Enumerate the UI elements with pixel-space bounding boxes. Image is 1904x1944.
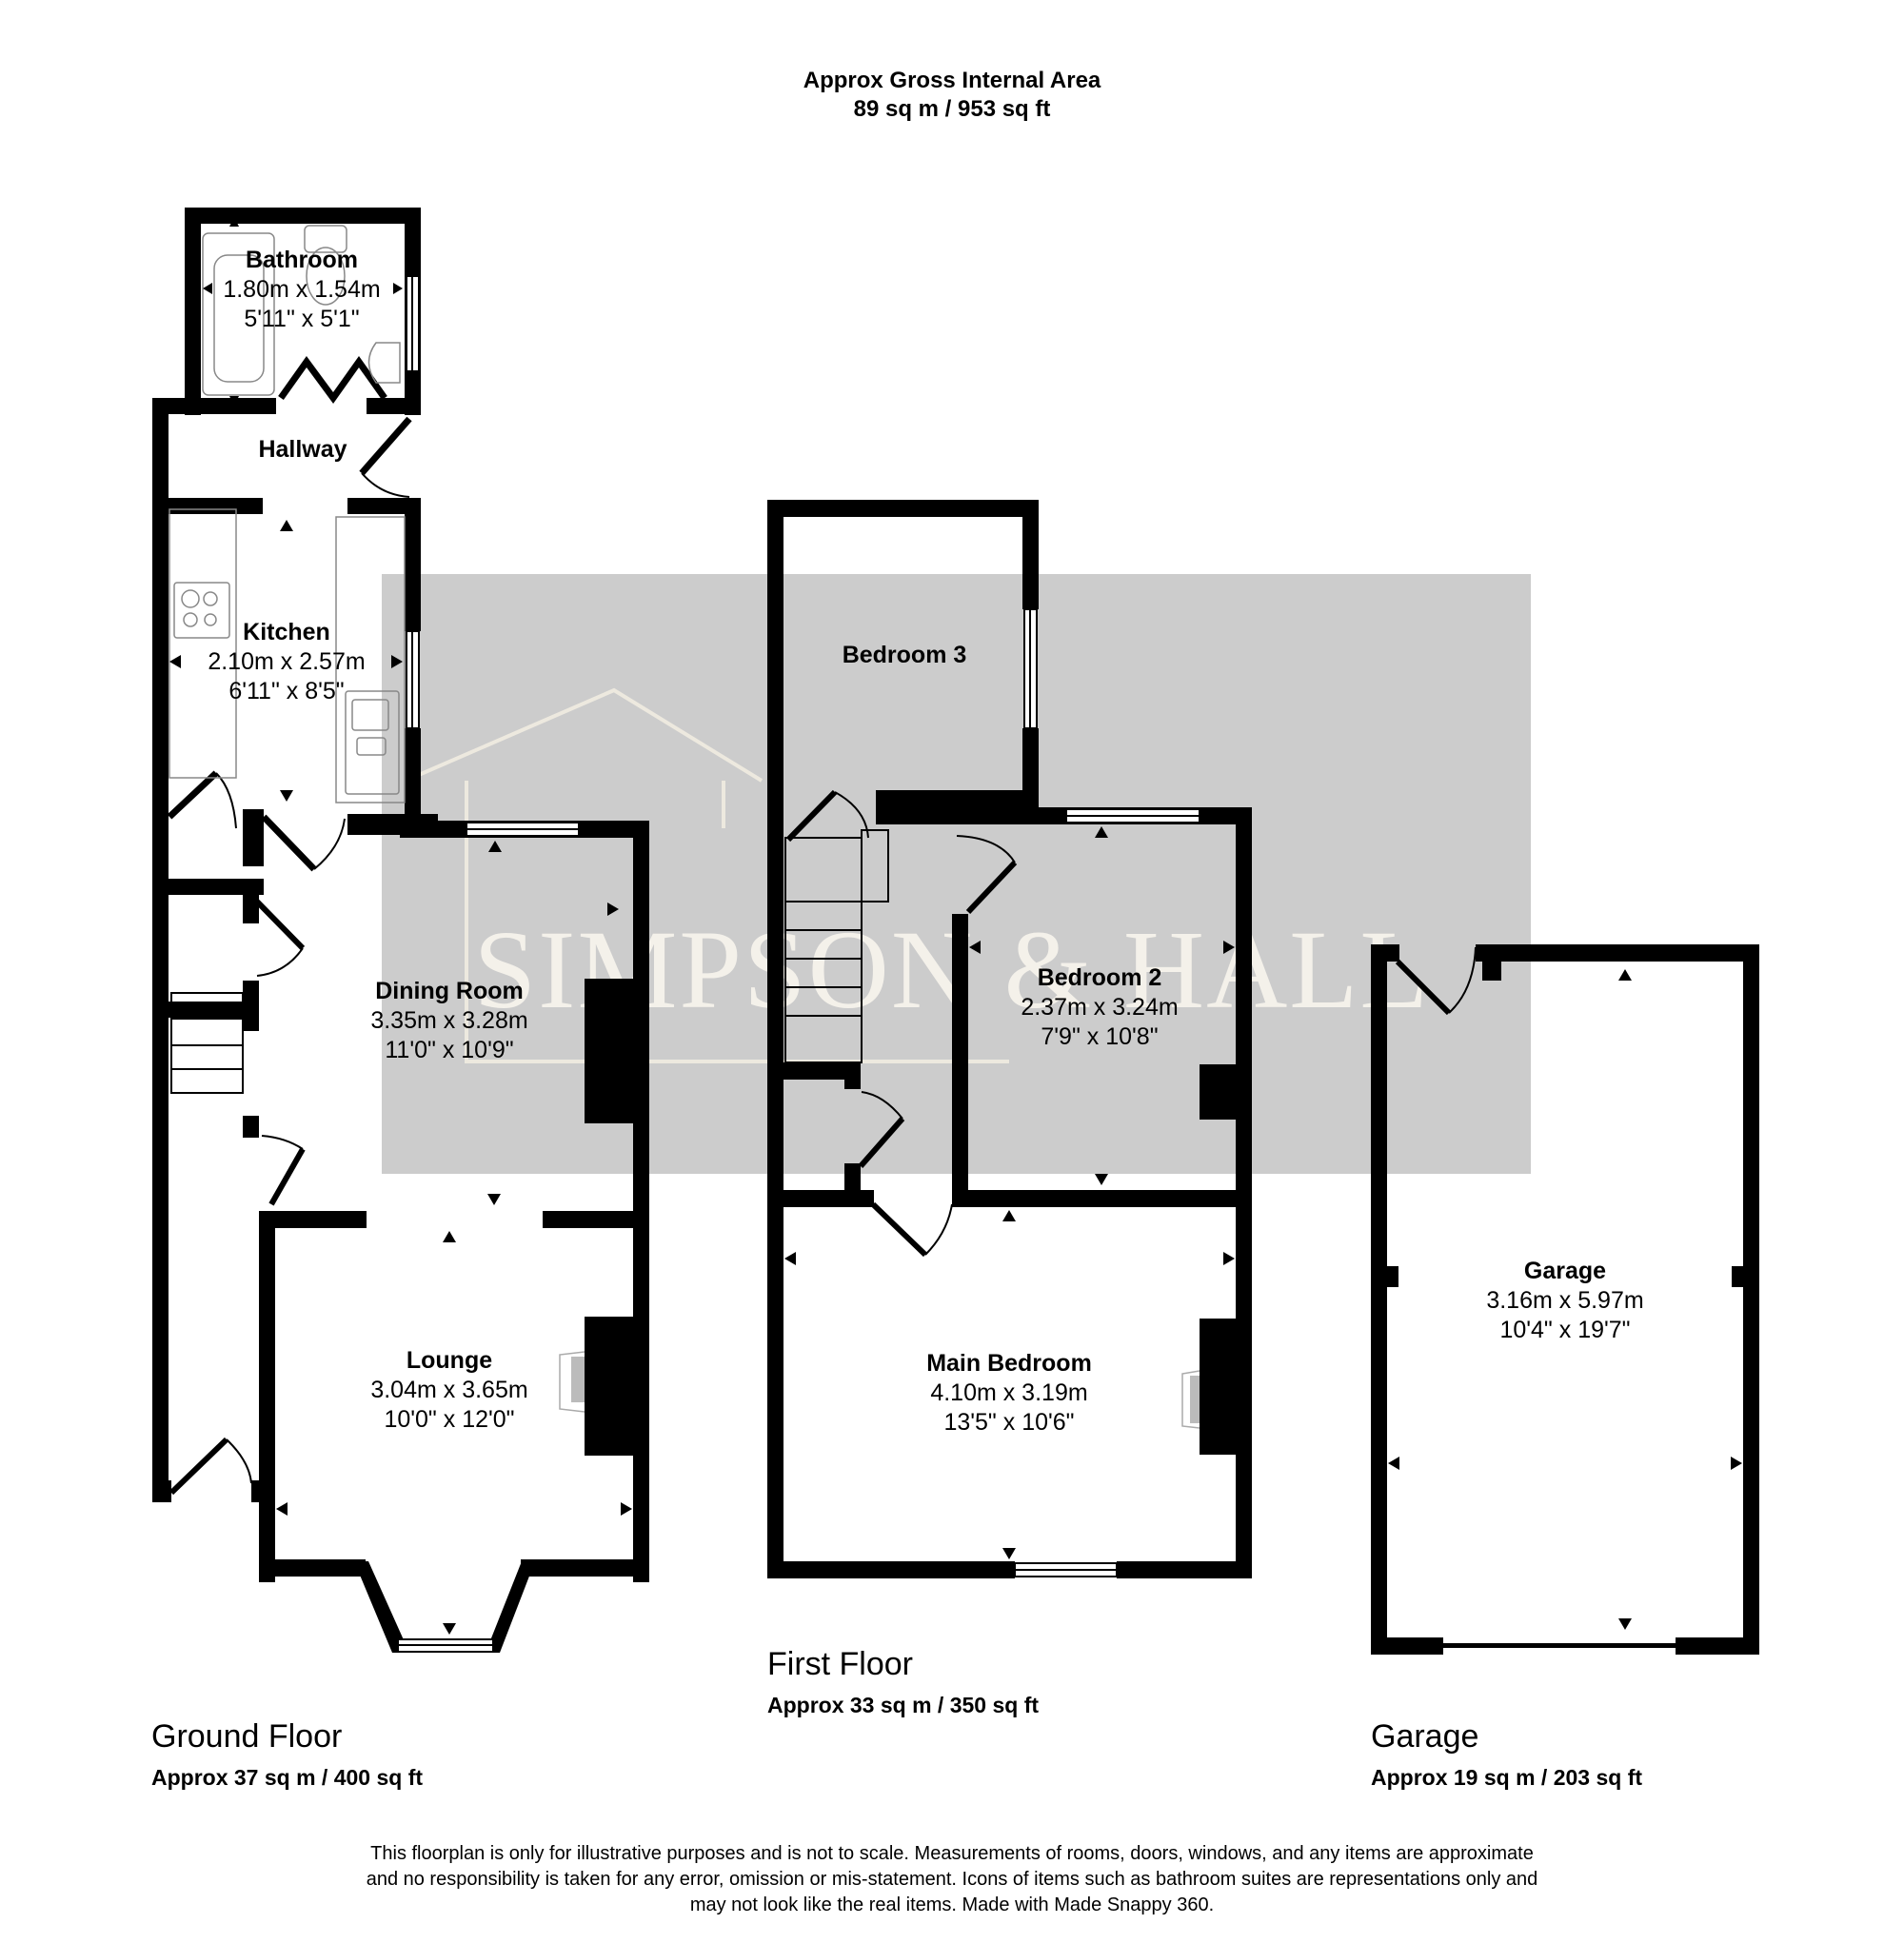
- stairs: [170, 829, 889, 1094]
- room-dim-imperial: 13'5" x 10'6": [943, 1409, 1075, 1436]
- bath-icon: [202, 232, 275, 396]
- hearth-fills: [571, 1357, 1200, 1423]
- fireplace-hearth-icon: [559, 1351, 585, 1413]
- room-main-bedroom: Main Bedroom 4.10m x 3.19m 13'5" x 10'6": [926, 1349, 1092, 1438]
- room-name: Garage: [1523, 1258, 1607, 1284]
- floor-title: Garage: [1371, 1718, 1479, 1755]
- room-dim-metric: 2.10m x 2.57m: [208, 648, 366, 675]
- doors: [167, 355, 1477, 1496]
- floor-caption-ground: Ground Floor Approx 37 sq m / 400 sq ft: [151, 1717, 423, 1792]
- room-dim-metric: 4.10m x 3.19m: [930, 1379, 1088, 1406]
- gross-area-total: 89 sq m / 953 sq ft: [853, 96, 1051, 122]
- room-kitchen: Kitchen 2.10m x 2.57m 6'11" x 8'5": [208, 618, 365, 706]
- room-dim-metric: 3.04m x 3.65m: [370, 1377, 528, 1403]
- room-dim-imperial: 7'9" x 10'8": [1041, 1023, 1159, 1050]
- floor-title: Ground Floor: [151, 1718, 343, 1755]
- gross-area-title: Approx Gross Internal Area: [803, 68, 1101, 93]
- room-bedroom-3: Bedroom 3: [843, 641, 967, 670]
- room-dim-metric: 3.16m x 5.97m: [1486, 1287, 1644, 1314]
- room-name: Kitchen: [243, 619, 330, 645]
- room-dim-imperial: 11'0" x 10'9": [385, 1037, 514, 1063]
- room-name: Lounge: [406, 1347, 493, 1374]
- room-name: Main Bedroom: [926, 1350, 1092, 1377]
- floor-caption-first: First Floor Approx 33 sq m / 350 sq ft: [767, 1645, 1039, 1719]
- room-garage: Garage 3.16m x 5.97m 10'4" x 19'7": [1486, 1257, 1643, 1345]
- measurement-arrows: [169, 217, 1742, 1635]
- gross-area-header: Approx Gross Internal Area 89 sq m / 953…: [0, 67, 1904, 124]
- room-bathroom: Bathroom 1.80m x 1.54m 5'11" x 5'1": [223, 246, 380, 334]
- room-hallway: Hallway: [258, 435, 347, 465]
- room-dim-metric: 1.80m x 1.54m: [223, 276, 381, 303]
- disclaimer-line: and no responsibility is taken for any e…: [366, 1869, 1538, 1890]
- room-dim-metric: 2.37m x 3.24m: [1021, 994, 1179, 1021]
- floor-caption-garage: Garage Approx 19 sq m / 203 sq ft: [1371, 1717, 1642, 1792]
- toilet-icon: [304, 225, 347, 253]
- windows: [397, 275, 1200, 1653]
- room-name: Bathroom: [245, 247, 359, 273]
- kitchen-sink-icon: [345, 690, 400, 795]
- room-name: Hallway: [258, 436, 347, 463]
- room-name: Bedroom 2: [1037, 964, 1162, 991]
- disclaimer: This floorplan is only for illustrative …: [0, 1841, 1904, 1918]
- room-dim-imperial: 10'4" x 19'7": [1499, 1317, 1631, 1343]
- room-name: Dining Room: [375, 978, 524, 1004]
- room-bedroom-2: Bedroom 2 2.37m x 3.24m 7'9" x 10'8": [1021, 963, 1178, 1052]
- room-dim-imperial: 10'0" x 12'0": [384, 1406, 515, 1433]
- room-dim-imperial: 5'11" x 5'1": [244, 306, 360, 332]
- sink-icon: [367, 342, 401, 384]
- room-lounge: Lounge 3.04m x 3.65m 10'0" x 12'0": [370, 1346, 527, 1435]
- disclaimer-line: This floorplan is only for illustrative …: [370, 1843, 1534, 1864]
- floor-area: Approx 19 sq m / 203 sq ft: [1371, 1765, 1643, 1790]
- floor-area: Approx 33 sq m / 350 sq ft: [767, 1693, 1040, 1717]
- room-dim-imperial: 6'11" x 8'5": [228, 678, 345, 704]
- floor-title: First Floor: [767, 1646, 913, 1682]
- room-name: Bedroom 3: [842, 642, 967, 668]
- room-dim-metric: 3.35m x 3.28m: [370, 1007, 528, 1034]
- hob-icon: [173, 582, 230, 639]
- room-dining-room: Dining Room 3.35m x 3.28m 11'0" x 10'9": [370, 977, 527, 1065]
- fixtures: [169, 225, 1200, 1429]
- disclaimer-line: may not look like the real items. Made w…: [689, 1894, 1215, 1915]
- walls: [152, 208, 1759, 1655]
- floor-area: Approx 37 sq m / 400 sq ft: [151, 1765, 424, 1790]
